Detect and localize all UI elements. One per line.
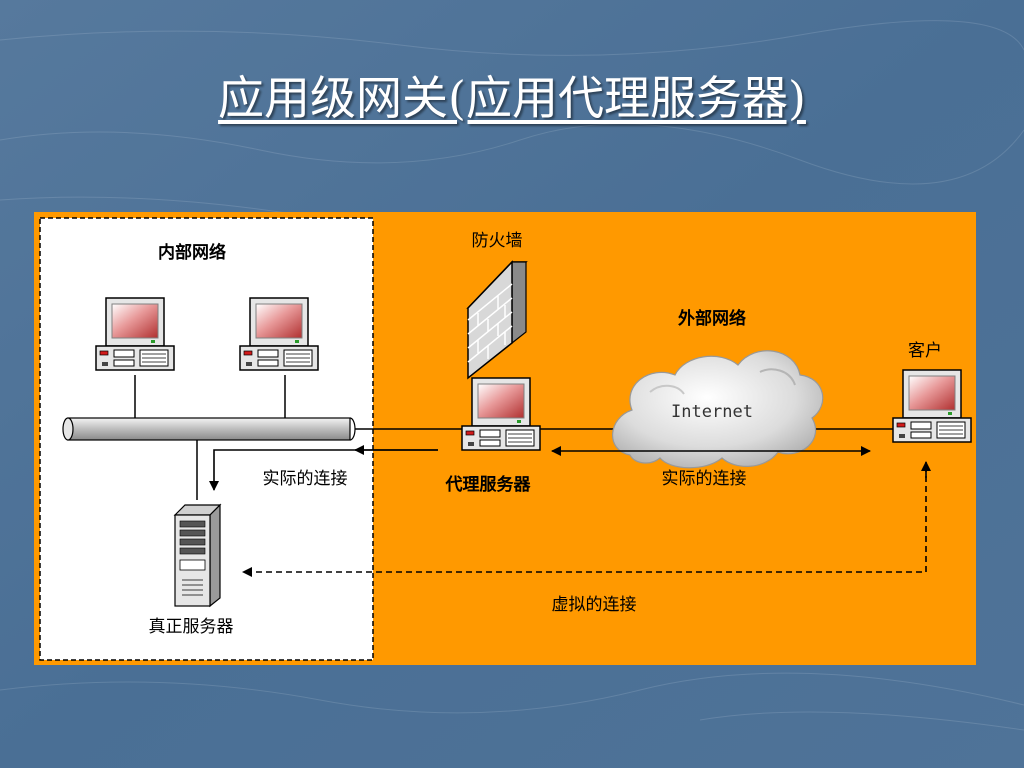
internet-cloud-icon bbox=[612, 350, 824, 469]
virtual-connection-arrow bbox=[242, 466, 927, 577]
client-label: 客户 bbox=[908, 341, 942, 361]
internal-computer-icon bbox=[95, 297, 175, 371]
real-connection-right-label: 实际的连接 bbox=[662, 469, 747, 489]
internet-label: Internet bbox=[671, 402, 753, 422]
internal-network-label: 内部网络 bbox=[158, 242, 226, 263]
proxy-server-label: 代理服务器 bbox=[445, 474, 532, 495]
internal-computer-icon bbox=[239, 297, 319, 371]
real-server-label: 真正服务器 bbox=[149, 617, 234, 637]
real-connection-left-label: 实际的连接 bbox=[263, 469, 348, 489]
external-network-label: 外部网络 bbox=[678, 308, 746, 329]
real-server-tower-icon bbox=[173, 503, 222, 608]
virtual-connection-label: 虚拟的连接 bbox=[552, 595, 637, 615]
network-bus-icon bbox=[62, 417, 356, 441]
client-computer-icon bbox=[892, 369, 972, 443]
firewall-label: 防火墙 bbox=[472, 231, 523, 251]
proxy-server-computer-icon bbox=[461, 377, 541, 451]
slide-title: 应用级网关(应用代理服务器) bbox=[218, 71, 806, 125]
firewall-icon bbox=[466, 260, 528, 380]
